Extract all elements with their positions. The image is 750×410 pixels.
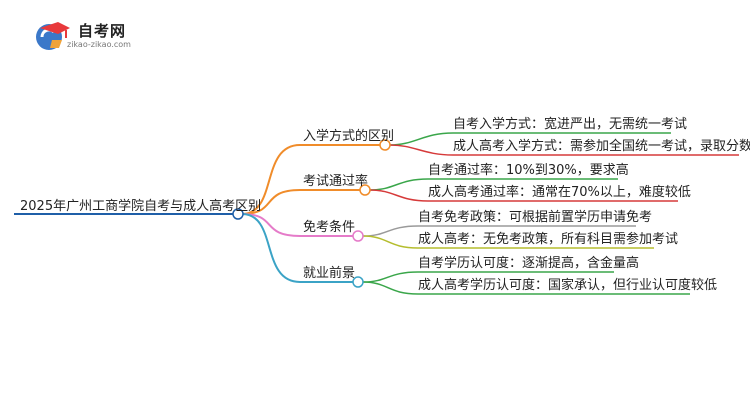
leaf-exemption-adult[interactable]: 成人高考：无免考政策，所有科目需参加考试 <box>418 232 679 247</box>
leaf-passrate-selfstudy[interactable]: 自考通过率：10%到30%，要求高 <box>428 163 629 178</box>
branch-connector-0 <box>241 144 301 215</box>
branch-exemption[interactable]: 免考条件 <box>303 220 356 235</box>
mindmap-edges <box>14 132 739 295</box>
leaf-connector-1-1 <box>369 189 429 202</box>
branch-connector-3 <box>241 213 301 283</box>
leaf-connector-2-0 <box>362 225 419 237</box>
branch-admission[interactable]: 入学方式的区别 <box>303 129 395 144</box>
leaf-connector-2-1 <box>362 235 419 249</box>
leaf-exemption-selfstudy[interactable]: 自考免考政策：可根据前置学历申请免考 <box>418 210 653 225</box>
leaf-employment-adult[interactable]: 成人高考学历认可度：国家承认，但行业认可度较低 <box>418 278 718 293</box>
leaf-passrate-adult[interactable]: 成人高考通过率：通常在70%以上，难度较低 <box>428 185 691 200</box>
branch-connector-2 <box>241 213 301 237</box>
leaf-connector-1-0 <box>369 178 429 191</box>
leaf-connector-0-0 <box>389 132 454 146</box>
leaf-employment-selfstudy[interactable]: 自考学历认可度：逐渐提高，含金量高 <box>418 256 640 271</box>
leaf-connector-3-1 <box>362 281 419 295</box>
mindmap-nodes <box>232 139 391 288</box>
logo-subtitle: zikao-zikao.com <box>67 40 131 49</box>
branch-node-0 <box>379 139 391 151</box>
logo-title: 自考网 <box>78 22 127 40</box>
mindmap-root[interactable]: 2025年广州工商学院自考与成人高考区别 <box>20 199 262 214</box>
branch-connector-1 <box>241 189 301 215</box>
branch-pass-rate[interactable]: 考试通过率 <box>303 174 369 189</box>
leaf-admission-adult[interactable]: 成人高考入学方式：需参加全国统一考试，录取分数线 <box>453 139 750 154</box>
graduation-cap-icon <box>36 22 70 50</box>
leaf-admission-selfstudy[interactable]: 自考入学方式：宽进严出，无需统一考试 <box>453 117 688 132</box>
leaf-connector-3-0 <box>362 271 419 283</box>
site-logo[interactable] <box>32 18 72 58</box>
branch-node-1 <box>359 184 371 196</box>
branch-node-2 <box>352 230 364 242</box>
root-node <box>232 208 244 220</box>
branch-node-3 <box>352 276 364 288</box>
leaf-connector-0-1 <box>389 144 454 156</box>
branch-employment[interactable]: 就业前景 <box>303 266 356 281</box>
